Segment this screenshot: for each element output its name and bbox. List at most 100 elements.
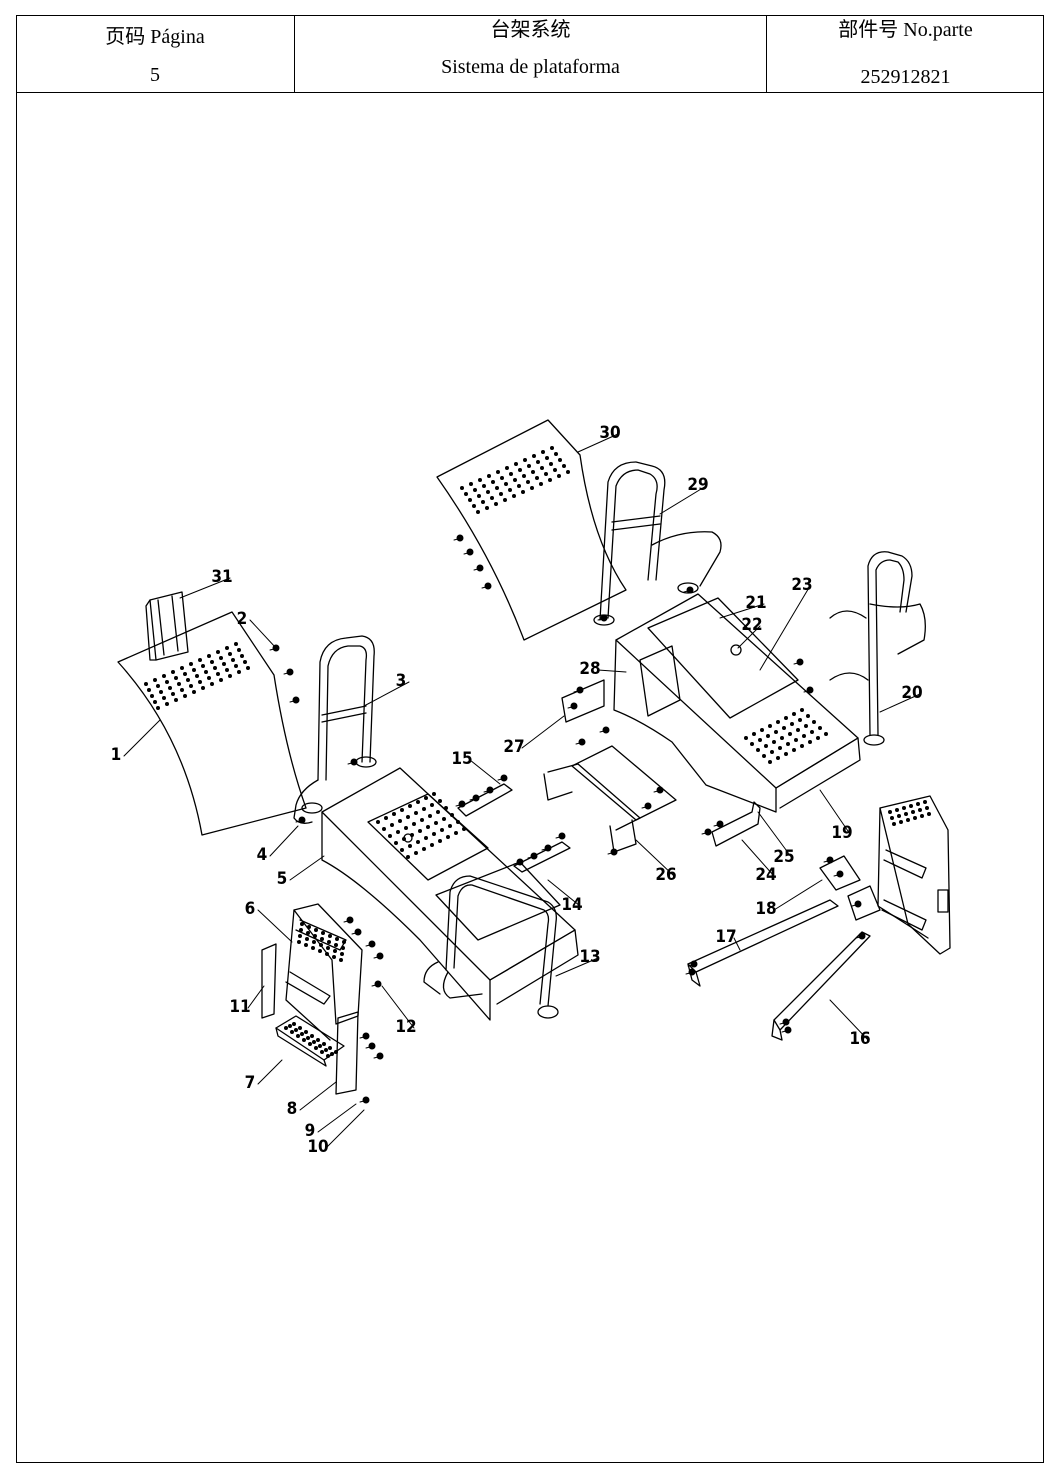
callout-29: 29 [687,475,708,495]
leader-line-6 [257,909,293,943]
support-rods [687,899,871,1041]
bolt-shank [803,690,809,693]
perforation-dot [760,728,764,732]
perforation-dot [204,670,208,674]
bolt-shank [683,590,689,593]
perforation-dot [505,466,509,470]
perforation-dot [234,642,238,646]
perforation-dot [376,820,380,824]
bolt-icon [286,668,294,676]
perforation-dot [550,446,554,450]
perforation-dot [384,816,388,820]
perforation-dot [296,1034,300,1038]
perforation-dot [438,799,442,803]
perforation-dot [186,678,190,682]
perforation-dot [496,470,500,474]
perforation-dot [416,800,420,804]
leader-line-18 [773,879,823,911]
perforation-dot [512,494,516,498]
perforation-dot [478,478,482,482]
perforation-dot [545,456,549,460]
leader-line-4 [269,825,299,857]
leader-line-10 [325,1109,365,1149]
bolt-icon [458,800,466,808]
bolt-icon [836,870,844,878]
perforation-dot [195,674,199,678]
right-ladder [877,795,951,955]
leader-line-17 [733,937,741,951]
callout-15: 15 [451,749,472,769]
rear-handrail [593,461,722,626]
perforation-dot [300,1032,304,1036]
perforation-dot [770,750,774,754]
perforation-dot [416,840,420,844]
bolt-shank [555,836,561,839]
bolt-icon [704,828,712,836]
bolt-shank [779,1022,785,1025]
perforation-dot [508,488,512,492]
part-no-label: 部件号 No.parte [838,19,973,41]
perforation-dot [412,822,416,826]
perforation-dot [772,740,776,744]
perforation-dot [210,660,214,664]
front-platform [321,767,579,1021]
bolt-shank [483,790,489,793]
perforation-dot [307,925,311,929]
callout-22: 22 [741,615,762,635]
perforation-dot [544,472,548,476]
bolt-shank [701,832,707,835]
perforation-dot [321,931,325,935]
clamp-18 [819,855,881,921]
callout-16: 16 [849,1029,870,1049]
perforation-dot [414,851,418,855]
bolt-shank [359,1036,365,1039]
perforation-dot [382,827,386,831]
bolt-shank [283,672,289,675]
bolt-shank [373,1056,379,1059]
perforation-dot [888,810,892,814]
bolt-shank [359,1100,365,1103]
leader-line-30 [577,433,619,453]
perforation-dot [487,474,491,478]
bolt-icon [354,928,362,936]
bolt-icon [374,980,382,988]
callout-11: 11 [229,997,250,1017]
perforation-dot [304,943,308,947]
bolt-shank [373,956,379,959]
perforation-dot [325,952,329,956]
perforation-dot [527,464,531,468]
perforation-dot [147,688,151,692]
perforation-dot [562,464,566,468]
perforation-dot [540,466,544,470]
leader-line-7 [257,1059,283,1085]
perforation-dot [566,470,570,474]
bolt-icon [368,1042,376,1050]
perforation-dot [216,650,220,654]
page-label: 页码 Página [105,26,205,48]
perforation-dot [192,690,196,694]
bolt-icon [602,726,610,734]
bolt-shank [687,964,693,967]
bracket-24 [711,801,761,847]
perforation-dot [225,668,229,672]
bolt-icon [484,582,492,590]
perforation-dot [798,718,802,722]
bottom-step [275,1015,345,1067]
bolt-shank [855,936,861,939]
perforation-dot [904,812,908,816]
bolt-shank [343,920,349,923]
perforation-dot [541,450,545,454]
callout-10: 10 [307,1137,328,1157]
bolt-shank [781,1030,787,1033]
bolt-shank [473,568,479,571]
leader-line-19 [819,789,851,835]
perforation-dot [422,847,426,851]
perforation-dot [923,800,927,804]
perforation-dot [790,722,794,726]
perforation-dot [816,736,820,740]
system-title-pt: Sistema de plataforma [441,56,620,78]
perforation-dot [523,458,527,462]
perforation-dot [810,730,814,734]
perforation-dot [764,744,768,748]
perforation-dot [535,476,539,480]
